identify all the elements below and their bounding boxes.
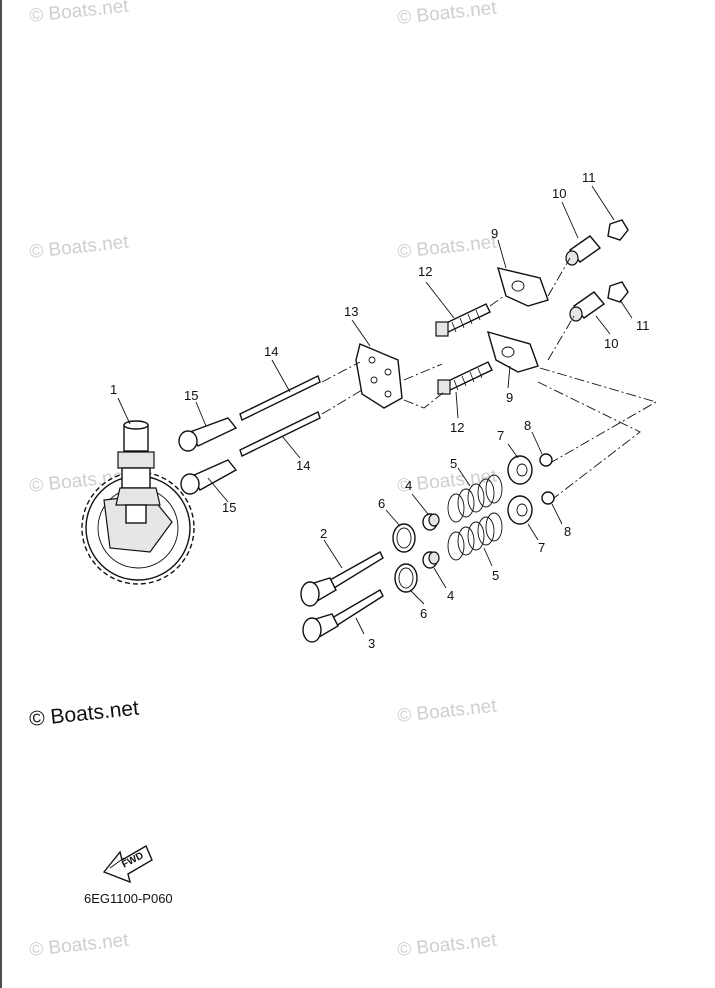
watermark: © Boats.net [396, 0, 498, 29]
part-guide-plate [355, 343, 403, 409]
part-push-rod-upper [239, 375, 321, 421]
watermark: © Boats.net [28, 232, 130, 263]
part-valve-spring-lower [447, 512, 503, 561]
watermark-layer: © Boats.net © Boats.net © Boats.net © Bo… [28, 0, 498, 961]
part-spring-retainer-upper [507, 455, 533, 485]
callout-7: 7 [538, 540, 545, 555]
part-pivot-lower [569, 291, 606, 322]
callout-5: 5 [492, 568, 499, 583]
callout-14: 14 [264, 344, 278, 359]
part-valve-lifter-upper [178, 417, 238, 452]
fwd-arrow-icon: FWD [102, 844, 153, 884]
part-push-rod-lower [239, 411, 321, 457]
part-spring-retainer-lower [507, 495, 533, 525]
watermark: © Boats.net [28, 0, 130, 27]
part-nut-upper [607, 219, 629, 241]
callout-6: 6 [378, 496, 385, 511]
callout-11: 11 [636, 318, 650, 333]
part-rocker-stud-upper [435, 303, 491, 337]
callout-1: 1 [110, 382, 117, 397]
part-valve-stem-seal-lower [422, 551, 440, 569]
callout-4: 4 [405, 478, 412, 493]
callout-8: 8 [564, 524, 571, 539]
part-exhaust-valve [302, 589, 384, 643]
part-rocker-arm-lower [486, 330, 539, 373]
watermark: © Boats.net [396, 696, 498, 727]
callout-14: 14 [296, 458, 310, 473]
callout-15: 15 [184, 388, 198, 403]
callout-labels: 1 2 3 4 4 5 5 6 6 7 7 8 8 9 9 10 10 11 1… [110, 170, 650, 651]
callout-12: 12 [418, 264, 432, 279]
part-intake-valve [300, 551, 384, 607]
callout-11: 11 [582, 170, 596, 185]
part-camshaft [81, 420, 195, 585]
callout-6: 6 [420, 606, 427, 621]
callout-15: 15 [222, 500, 236, 515]
part-rocker-arm-upper [496, 267, 549, 307]
callout-5: 5 [450, 456, 457, 471]
watermark: © Boats.net [28, 930, 130, 961]
part-valve-cotter-lower [541, 491, 555, 505]
watermark: © Boats.net [396, 930, 498, 961]
callout-7: 7 [497, 428, 504, 443]
callout-8: 8 [524, 418, 531, 433]
callout-10: 10 [552, 186, 566, 201]
part-valve-lifter-lower [180, 459, 238, 495]
part-nut-lower [607, 281, 629, 303]
callout-2: 2 [320, 526, 327, 541]
part-pivot-upper [565, 235, 602, 266]
callout-9: 9 [491, 226, 498, 241]
callout-4: 4 [447, 588, 454, 603]
callout-3: 3 [368, 636, 375, 651]
part-valve-spring-upper [447, 474, 503, 523]
part-rocker-stud-lower [437, 361, 493, 395]
diagram-code: 6EG1100-P060 [84, 891, 173, 906]
callout-12: 12 [450, 420, 464, 435]
watermark: © Boats.net [396, 232, 498, 263]
part-valve-cotter-upper [539, 453, 553, 467]
callout-10: 10 [604, 336, 618, 351]
part-valve-stem-seal-upper [422, 513, 440, 531]
callout-13: 13 [344, 304, 358, 319]
part-spring-seat-lower [394, 563, 418, 593]
part-spring-seat-upper [392, 523, 416, 553]
copyright-mark: © Boats.net [28, 697, 140, 731]
callout-9: 9 [506, 390, 513, 405]
leader-lines [117, 185, 658, 635]
